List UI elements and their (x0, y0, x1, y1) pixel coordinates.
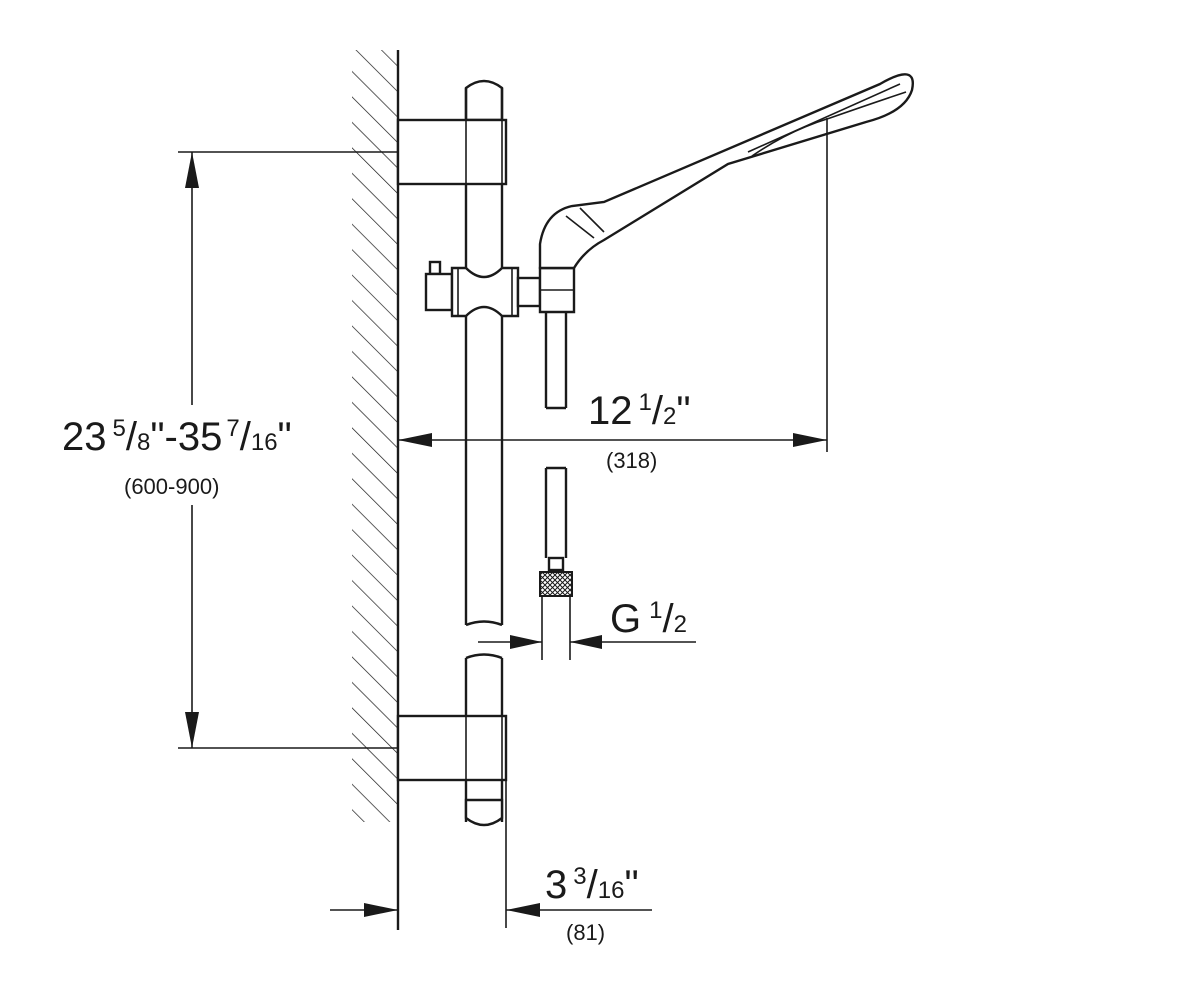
height-min-whole: 23 (62, 415, 107, 459)
upper-bracket-body (396, 118, 508, 186)
reach-arrow-right (793, 433, 827, 447)
reach-metric: (318) (606, 448, 657, 473)
hand-shower-band-2 (579, 207, 605, 233)
lower-bracket-body (396, 714, 508, 782)
rail-top-cap (464, 79, 504, 122)
hose-nut-knurled (539, 571, 573, 597)
rail-bottom-cap (464, 798, 504, 827)
height-arrow-bottom (185, 712, 199, 748)
thread-arrow-left (510, 635, 542, 649)
height-min-frac-den: 8 (137, 429, 150, 456)
reach-end-mark: " (676, 389, 690, 433)
height-arrow-top (185, 152, 199, 188)
depth-whole: 3 (545, 863, 567, 907)
spray-face-line (747, 83, 901, 153)
hose-ferrule (547, 556, 565, 572)
thread-frac-den: 2 (674, 611, 687, 638)
reach-whole: 12 (588, 389, 633, 433)
lower-wall-bracket (396, 714, 508, 782)
height-end-mark: " (278, 415, 292, 459)
depth-frac-den: 16 (598, 877, 625, 904)
thread-frac-num: 1 (649, 597, 662, 624)
upper-wall-bracket (396, 118, 508, 186)
height-max-frac-den: 16 (251, 429, 278, 456)
depth-frac-num: 3 (573, 863, 586, 890)
rail-break-lower (465, 653, 503, 660)
depth-end-mark: " (624, 863, 638, 907)
slider-holder (424, 260, 576, 318)
hand-shower-band-1 (565, 215, 595, 239)
hand-shower-body (538, 73, 915, 270)
height-min-frac-num: 5 (113, 415, 126, 442)
wall (352, 50, 400, 930)
height-max-frac-num: 7 (226, 415, 239, 442)
slider-joint (516, 276, 542, 308)
wall-hatching (352, 50, 398, 822)
reach-arrow-left (398, 433, 432, 447)
rail-break-upper (465, 620, 503, 627)
slider-clamp (450, 266, 520, 318)
height-separator: "-35 (150, 415, 222, 459)
thread-prefix: G (610, 597, 641, 641)
spray-face-nozzles (751, 91, 907, 157)
reach-frac-den: 2 (663, 403, 676, 430)
thread-arrow-right (570, 635, 602, 649)
height-metric: (600-900) (124, 474, 219, 499)
shower-rail (464, 79, 504, 827)
shower-hose (539, 312, 573, 660)
depth-arrow-right (506, 903, 540, 917)
slider-knob (424, 272, 454, 312)
depth-arrow-left (364, 903, 398, 917)
reach-frac-num: 1 (639, 389, 652, 416)
hand-shower (538, 73, 915, 270)
depth-metric: (81) (566, 920, 605, 945)
slider-button (428, 260, 442, 276)
